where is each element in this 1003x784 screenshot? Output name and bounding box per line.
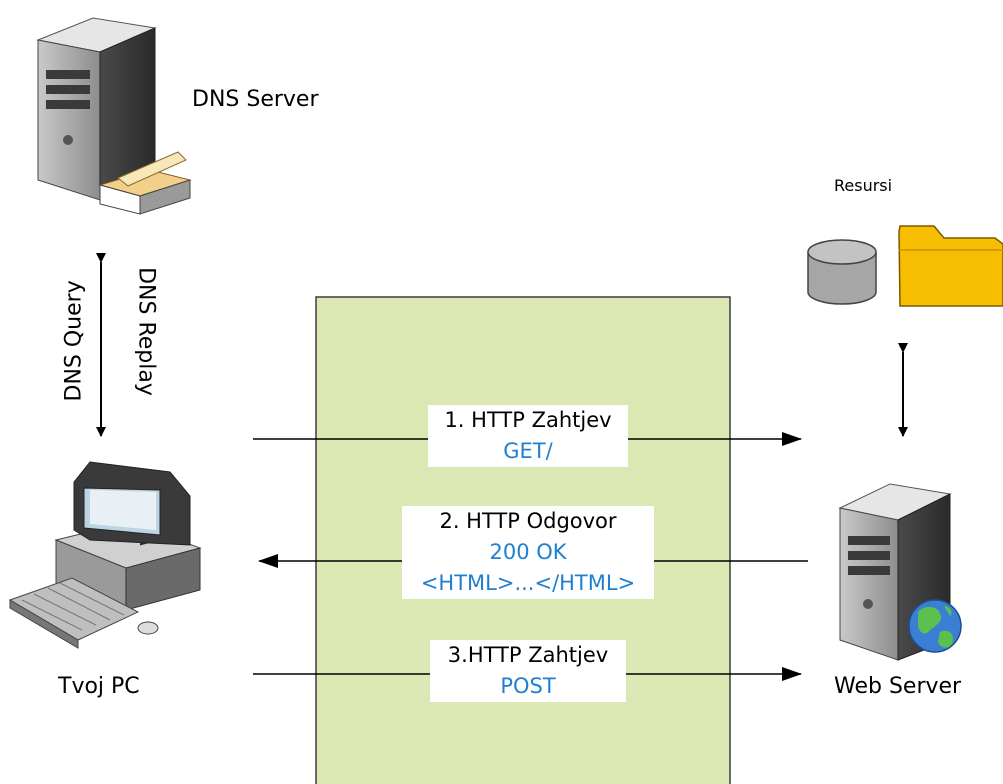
dns-server-label: DNS Server [192,87,319,112]
message-detail: GET/ [503,439,553,463]
resources-label: Resursi [834,176,893,195]
message-title: 1. HTTP Zahtjev [444,408,612,432]
folder-icon [898,225,1003,307]
web-server-label: Web Server [834,674,962,699]
message-title: 3.HTTP Zahtjev [447,643,609,667]
message-request-3: 3.HTTP Zahtjev POST [430,640,626,702]
globe-icon [908,599,962,653]
database-icon [807,239,877,305]
dns-query-label: DNS Query [61,280,87,402]
message-title: 2. HTTP Odgovor [439,509,617,533]
message-detail: POST [500,674,556,698]
dns-reply-label: DNS Replay [133,267,159,396]
message-response: 2. HTTP Odgovor 200 OK <HTML>...</HTML> [402,506,654,599]
message-detail: <HTML>...</HTML> [420,571,636,595]
pc-icon [8,461,202,649]
message-detail: 200 OK [489,540,567,564]
message-request-1: 1. HTTP Zahtjev GET/ [428,405,628,467]
client-pc-label: Tvoj PC [58,674,140,699]
dns-server-icon [36,17,192,215]
